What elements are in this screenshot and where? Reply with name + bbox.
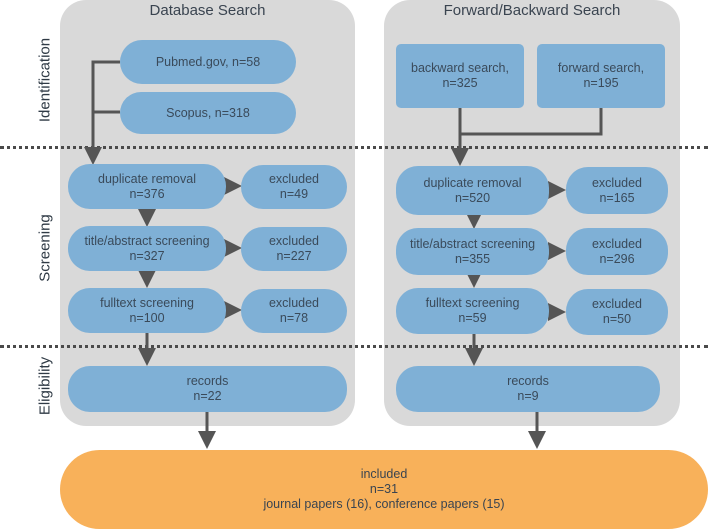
pubmed-source-label: Pubmed.gov, n=58 — [155, 54, 261, 69]
fb-fulltext-excluded-node: excluded n=50 — [566, 289, 668, 335]
fb-records-count: n=9 — [517, 389, 539, 403]
db-records-count: n=22 — [193, 389, 222, 403]
db-records-title: records — [186, 374, 229, 388]
included-title: included — [360, 467, 408, 481]
db-duplicate-removal-title: duplicate removal — [98, 171, 196, 186]
fb-fulltext-excluded-count: n=50 — [602, 312, 632, 326]
db-title-abstract-node: title/abstract screening n=327 — [68, 226, 226, 271]
fb-records-title: records — [507, 374, 549, 388]
fb-title-abstract-excluded-title: excluded — [591, 236, 643, 251]
backward-search-title: backward search, — [411, 61, 509, 75]
fb-title-abstract-node: title/abstract screening n=355 — [396, 228, 549, 275]
db-duplicate-removal-count: n=376 — [129, 186, 165, 201]
identification-screening-divider — [0, 146, 708, 149]
fb-title-abstract-excluded-node: excluded n=296 — [566, 228, 668, 275]
fb-duplicate-excluded-node: excluded n=165 — [566, 167, 668, 214]
scopus-source-label: Scopus, n=318 — [166, 105, 250, 120]
db-fulltext-excluded-count: n=78 — [279, 311, 309, 325]
db-duplicate-removal-node: duplicate removal n=376 — [68, 164, 226, 209]
fb-duplicate-removal-count: n=520 — [454, 190, 491, 205]
fb-fulltext-excluded-title: excluded — [591, 297, 643, 311]
included-breakdown: journal papers (16), conference papers (… — [263, 497, 505, 511]
db-fulltext-excluded-title: excluded — [268, 296, 320, 310]
db-title-abstract-excluded-node: excluded n=227 — [241, 227, 347, 271]
fb-records-node: records n=9 — [396, 366, 660, 412]
db-title-abstract-excluded-count: n=227 — [276, 249, 312, 263]
forward-search-title: forward search, — [557, 61, 645, 75]
db-records-node: records n=22 — [68, 366, 347, 412]
backward-search-count: n=325 — [442, 76, 478, 90]
db-fulltext-count: n=100 — [129, 310, 165, 325]
scopus-source-node: Scopus, n=318 — [120, 92, 296, 134]
db-fulltext-excluded-node: excluded n=78 — [241, 289, 347, 333]
db-duplicate-excluded-count: n=49 — [279, 187, 309, 201]
pubmed-source-node: Pubmed.gov, n=58 — [120, 40, 296, 84]
db-title-abstract-count: n=327 — [129, 248, 165, 263]
db-duplicate-excluded-node: excluded n=49 — [241, 165, 347, 209]
forward-backward-search-title: Forward/Backward Search — [443, 2, 621, 19]
fb-duplicate-excluded-count: n=165 — [599, 190, 635, 205]
fb-fulltext-node: fulltext screening n=59 — [396, 288, 549, 334]
db-fulltext-title: fulltext screening — [100, 295, 194, 310]
db-title-abstract-title: title/abstract screening — [84, 233, 210, 248]
fb-title-abstract-title: title/abstract screening — [409, 236, 536, 251]
db-title-abstract-excluded-title: excluded — [268, 234, 320, 248]
db-fulltext-node: fulltext screening n=100 — [68, 288, 226, 333]
screening-eligibility-divider — [0, 345, 708, 348]
forward-search-node: forward search, n=195 — [537, 44, 665, 108]
db-duplicate-excluded-title: excluded — [268, 172, 320, 186]
included-count: n=31 — [369, 482, 399, 496]
fb-duplicate-removal-title: duplicate removal — [423, 175, 522, 190]
fb-duplicate-excluded-title: excluded — [591, 175, 643, 190]
included-node: included n=31 journal papers (16), confe… — [60, 450, 708, 529]
fb-duplicate-removal-node: duplicate removal n=520 — [396, 166, 549, 215]
fb-title-abstract-excluded-count: n=296 — [599, 251, 635, 266]
forward-search-count: n=195 — [583, 76, 619, 90]
fb-fulltext-count: n=59 — [458, 311, 487, 325]
fb-fulltext-title: fulltext screening — [425, 296, 520, 310]
backward-search-node: backward search, n=325 — [396, 44, 524, 108]
fb-title-abstract-count: n=355 — [454, 251, 491, 266]
database-search-title: Database Search — [149, 2, 266, 19]
